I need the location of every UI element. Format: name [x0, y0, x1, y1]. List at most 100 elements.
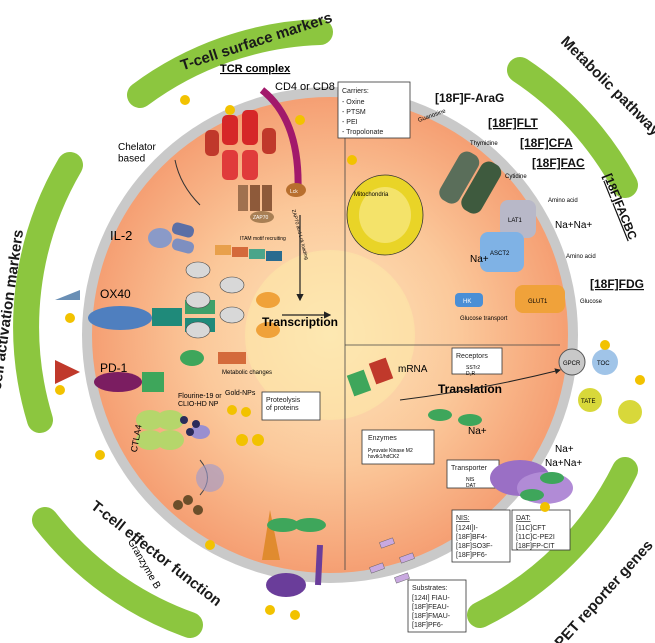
lat1-transporter [500, 200, 536, 238]
na-plus-right-2: Na+Na+ [545, 458, 582, 469]
shp2-node [180, 350, 204, 366]
zap70-node [250, 211, 274, 223]
carriers-item-1: - PTSM [342, 109, 366, 116]
dat-item-2: [18F]FP-CIT [516, 543, 555, 550]
metabolic-changes-label: Metabolic changes [222, 370, 272, 376]
lck-label: Lck [290, 189, 298, 195]
carriers-item-3: - Tropolonate [342, 129, 383, 136]
translation-arrow [399, 368, 561, 401]
nis-item-3: [18F]PF6- [456, 552, 488, 559]
arc-reporter [467, 457, 638, 628]
substrates-item-1: [18F]FEAU- [412, 604, 450, 611]
ctla4-label: CTLA4 [129, 424, 144, 453]
glucose-transport-label: Glucose transport [460, 316, 508, 322]
hk-enzyme [455, 293, 483, 307]
nis-item-1: [18F]BF4- [456, 534, 488, 541]
arc-metabolic [507, 57, 638, 198]
mrna-label: mRNA [398, 364, 428, 375]
tracer-arag: [18F]F-AraG [435, 91, 504, 105]
il2-label: IL-2 [110, 228, 132, 243]
transcription-label: Transcription [262, 315, 338, 329]
asct2-label: ASCT2 [490, 251, 510, 257]
toc-label: TOC [597, 361, 610, 367]
cell-nucleus [245, 250, 415, 420]
transporter-title: Transporter [451, 465, 488, 472]
na-plus-reporter-mid: Na+ [468, 426, 487, 437]
tracer-fac: [18F]FAC [532, 156, 585, 170]
nis-item-2: [18F]SO3F- [456, 543, 493, 550]
bottom-antibody [262, 510, 326, 597]
itam-note: ITAM motif recruiting [240, 236, 286, 242]
category-arcs [13, 19, 638, 638]
receptors-box [451, 347, 503, 375]
cytidine-label: Cytidine [505, 174, 527, 180]
nis-item-0: [124I]I- [456, 525, 478, 532]
yellow-ligand-right [618, 400, 642, 424]
lat1-label: LAT1 [508, 218, 523, 224]
tcr-complex-label: TCR complex [220, 63, 291, 75]
nucleoside-transporter [439, 151, 502, 214]
fluorine-np-dots [180, 416, 200, 436]
substrates-box [407, 579, 467, 633]
substrates-item-0: [124I] FIAU- [412, 595, 450, 602]
granzyme-cluster [173, 459, 224, 515]
tate-ligand [578, 388, 602, 412]
gold-nps-label: Gold-NPs [225, 390, 256, 397]
tracer-fdg: [18F]FDG [590, 277, 644, 291]
nfkb-cascade [185, 261, 245, 339]
tracer-flt: [18F]FLT [488, 116, 538, 130]
arc-activation [13, 152, 83, 433]
thymidine-label: Thymidine [470, 141, 498, 147]
glucose-label: Glucose [580, 299, 603, 305]
pd1-label: PD-1 [100, 361, 128, 375]
lck-node [286, 183, 306, 197]
glut1-label: GLUT1 [528, 299, 548, 305]
gold-np-dots [227, 405, 264, 446]
bate-node [218, 352, 246, 364]
mrna-strand [346, 357, 394, 397]
tracer-cfa: [18F]CFA [520, 136, 573, 150]
mitochondria-label: Mitochondria [354, 192, 389, 198]
ox40-label: OX40 [100, 287, 131, 301]
nis-title: NIS: [456, 515, 470, 522]
arc-surface-markers [127, 19, 333, 108]
dat-item-1: [11C]C-PE2I [516, 534, 555, 541]
radioactive-markers [55, 95, 645, 620]
il2-receptor [148, 222, 282, 261]
nis-box [451, 509, 511, 563]
substrates-title: Substrates: [412, 585, 447, 592]
substrate-molecules [369, 537, 415, 584]
green-pill-ligands [428, 409, 564, 501]
enzymes-title: Enzymes [368, 435, 397, 442]
amino-acid-label-1: Amino acid [548, 198, 578, 204]
na-plus-top: Na+Na+ [555, 220, 592, 231]
zap70-label: ZAP70 [253, 215, 269, 221]
pd1-receptor [55, 360, 164, 392]
tcr-complex [205, 87, 302, 211]
carriers-title: Carriers: [342, 88, 369, 95]
ctla4-receptor [136, 410, 210, 450]
na-plus-right: Na+ [555, 444, 574, 455]
mitochondria [346, 174, 424, 256]
transcription-factors [256, 292, 280, 338]
cd4-cd8-label: CD4 or CD8 [275, 81, 335, 93]
chelator-linker [174, 159, 201, 206]
na-plus-mid: Na+ [470, 254, 489, 265]
gpcr-receptor [558, 348, 586, 376]
substrates-item-3: [18F]PF6- [412, 622, 444, 629]
asct2-transporter [480, 232, 524, 272]
toc-ligand [592, 349, 618, 375]
enzymes-box [361, 429, 435, 465]
dat-title: DAT: [516, 515, 531, 522]
gpcr-label: GPCR [563, 361, 581, 367]
hk-label: HK [463, 299, 471, 305]
tate-label: TATE [581, 399, 595, 405]
carriers-box [337, 81, 411, 139]
